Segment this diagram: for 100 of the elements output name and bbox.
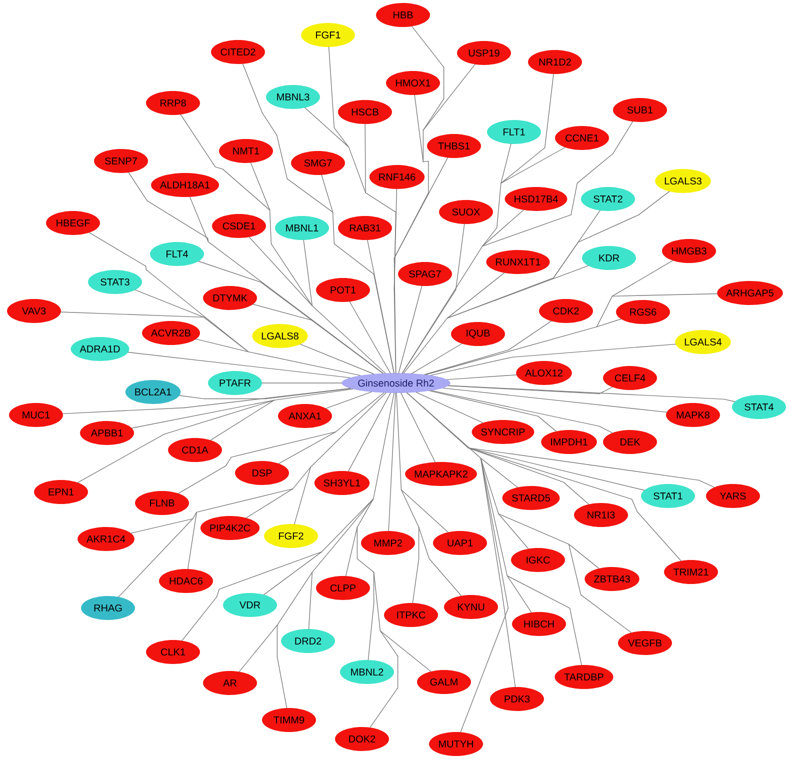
connector-line [356,558,374,573]
connector-line [428,558,462,596]
connector-line [188,512,197,570]
connector-line [328,46,335,128]
connector-line [506,575,570,609]
connector-line [442,388,668,413]
connector-line [394,289,396,374]
connector-line [196,338,249,352]
connector-line [412,558,420,604]
connector-line [276,624,278,658]
connector-line [482,227,498,247]
connector-line [238,624,278,672]
connector-line [146,200,208,239]
connector-line [397,656,398,688]
connector-line [164,400,275,435]
connector-line [218,551,322,590]
connector-line [422,160,429,162]
connector-line [62,407,185,414]
connector-line [612,260,674,297]
connector-line [242,63,263,114]
connector-line [500,144,512,184]
connector-line [128,352,350,378]
connector-line [278,431,336,464]
connector-line [570,182,578,216]
connector-line [400,392,436,462]
connector-line [207,238,209,242]
connector-line [500,147,566,184]
connector-line [252,304,312,321]
connector-line [482,210,524,247]
connector-line [334,127,350,148]
connector-line [508,320,552,350]
connector-line [422,130,424,162]
connector-line [321,498,374,552]
connector-line [145,266,147,270]
connector-line [480,458,499,514]
connector-line [311,320,384,374]
connector-line [598,386,613,394]
connector-line [568,544,600,569]
connector-line [304,107,350,148]
connector-line [412,343,462,374]
connector-line [373,274,394,374]
connector-line [370,687,398,728]
connector-line [380,630,432,672]
connector-line [208,241,384,374]
connector-line [402,289,456,374]
connector-line [178,465,226,494]
connector-line [498,513,570,545]
connector-line [134,290,204,318]
connector-line [262,112,278,136]
connector-line [468,447,700,481]
connector-line [348,146,366,194]
connector-line [198,260,262,283]
connector-line [270,243,313,306]
connector-line [262,382,342,384]
connector-line [598,426,613,434]
connector-line [448,385,724,400]
connector-line [335,392,384,432]
connector-line [506,575,532,613]
connector-line [402,246,483,374]
connector-line [248,351,361,376]
connector-line [349,301,391,374]
connector-line [426,326,598,375]
connector-line [455,224,465,290]
connector-line [308,572,313,630]
connector-line [400,489,448,533]
connector-line [698,480,715,488]
connector-line [480,458,509,609]
connector-line [264,551,322,596]
connector-line [498,513,529,550]
connector-line [88,232,146,267]
connector-line [446,265,589,319]
connector-line [612,121,634,154]
connector-line [310,392,386,468]
connector-line [388,392,396,532]
connector-line [312,498,374,573]
connector-line [60,312,204,318]
connector-line [468,447,564,483]
connector-line [422,98,444,131]
connector-line [631,498,638,512]
connector-line [406,392,482,459]
connector-line [248,236,313,306]
connector-line [196,488,294,513]
connector-line [596,296,613,328]
connector-line [480,458,518,488]
connector-line [512,344,676,358]
connector-line [214,166,224,170]
connector-line [230,431,336,458]
connector-line [216,588,220,598]
connector-line [538,416,557,432]
connector-line [380,630,398,657]
connector-line [443,66,444,100]
connector-line [276,656,288,708]
connector-line [334,243,374,275]
connector-line [182,596,218,642]
connector-line [424,349,510,375]
connector-line [274,388,354,401]
connector-line [373,572,381,632]
connector-line [418,526,430,560]
connector-line [482,214,572,247]
connector-line [303,240,313,306]
